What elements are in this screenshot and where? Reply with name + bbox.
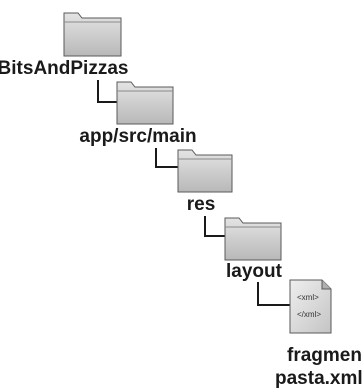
file-label-line2: pasta.xml (275, 368, 362, 389)
connector-app-res (155, 148, 178, 168)
xml-open-tag: <xml> (297, 293, 319, 302)
folder-icon (177, 149, 233, 193)
folder-icon (63, 12, 122, 57)
connector-bitsandpizzas-app (97, 80, 117, 103)
xml-file-icon: <xml> </xml> (289, 279, 332, 334)
folder-label-bitsandpizzas: BitsAndPizzas (0, 58, 128, 79)
folder-label-app-src-main: app/src/main (79, 126, 196, 147)
folder-icon (224, 217, 282, 261)
folder-label-layout: layout (226, 261, 283, 282)
connector-layout-file (257, 282, 290, 306)
folder-icon (116, 81, 174, 125)
connector-res-layout (204, 216, 225, 237)
folder-label-res: res (187, 194, 216, 215)
connector-lines (97, 80, 290, 306)
xml-close-tag: </xml> (297, 310, 321, 319)
file-label-line1: fragment_ (287, 345, 362, 366)
